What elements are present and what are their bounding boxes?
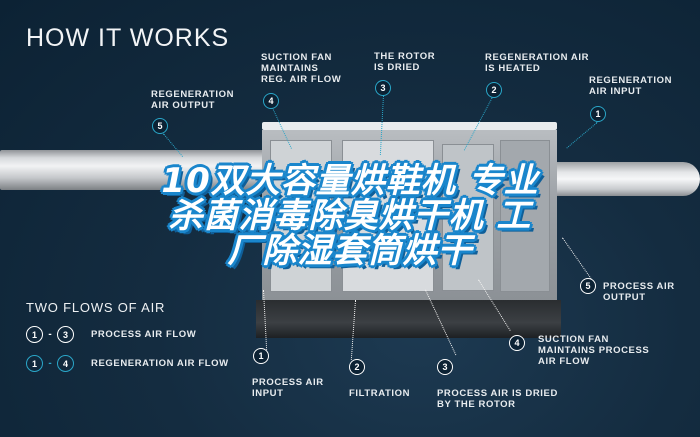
right-air-duct (555, 162, 700, 196)
legend-badge-to: 4 (57, 355, 74, 372)
legend-row-regeneration: 1 - 4 REGENERATION AIR FLOW (26, 355, 229, 372)
callout-badge-reg-1: 1 (590, 106, 606, 122)
legend-label: PROCESS AIR FLOW (91, 329, 197, 340)
callout-label-reg-2: REGENERATION AIR IS HEATED (485, 52, 590, 74)
unit-panel-rotor (442, 144, 494, 291)
callout-label-reg-4: SUCTION FAN MAINTAINS REG. AIR FLOW (261, 52, 342, 85)
legend-dash: - (48, 358, 52, 369)
overlay-headline: 10双大容量烘鞋机 专业 杀菌消毒除臭烘干机 工 厂除湿套筒烘干 (0, 164, 700, 269)
page-title: HOW IT WORKS (26, 24, 230, 52)
callout-badge-proc-2: 2 (349, 359, 365, 375)
legend-badge-from: 1 (26, 326, 43, 343)
headline-line-2: 杀菌消毒除臭烘干机 工 (168, 196, 532, 236)
callout-label-proc-3: PROCESS AIR IS DRIED BY THE ROTOR (437, 388, 558, 410)
legend-dash: - (48, 329, 52, 340)
callout-badge-reg-3: 3 (375, 80, 391, 96)
unit-panel-middle (342, 140, 434, 292)
legend-label: REGENERATION AIR FLOW (91, 358, 229, 369)
unit-body (262, 130, 557, 300)
unit-panel-right (500, 140, 550, 292)
leader-line-reg-1 (566, 122, 598, 149)
callout-label-proc-2: FILTRATION (349, 388, 411, 399)
desiccant-dehumidifier-unit (256, 122, 561, 338)
callout-label-proc-1: PROCESS AIR INPUT (252, 377, 324, 399)
legend-title: TWO FLOWS OF AIR (26, 300, 166, 315)
headline-line-1: 10双大容量烘鞋机 专业 (161, 161, 539, 201)
callout-label-proc-4: SUCTION FAN MAINTAINS PROCESS AIR FLOW (538, 334, 650, 367)
callout-label-proc-5: PROCESS AIR OUTPUT (603, 281, 675, 303)
callout-badge-reg-2: 2 (486, 82, 502, 98)
legend-badge-from: 1 (26, 355, 43, 372)
callout-badge-proc-1: 1 (253, 348, 269, 364)
callout-badge-reg-4: 4 (263, 93, 279, 109)
legend-row-process: 1 - 3 PROCESS AIR FLOW (26, 326, 196, 343)
callout-badge-proc-4: 4 (509, 335, 525, 351)
callout-badge-proc-5: 5 (580, 278, 596, 294)
callout-label-reg-3: THE ROTOR IS DRIED (374, 51, 436, 73)
unit-top-edge (262, 122, 557, 130)
callout-badge-proc-3: 3 (437, 359, 453, 375)
unit-base (256, 300, 561, 338)
headline-line-3: 厂除湿套筒烘干 (227, 231, 473, 271)
callout-badge-reg-5: 5 (152, 118, 168, 134)
callout-label-reg-1: REGENERATION AIR INPUT (589, 75, 673, 97)
legend-badge-to: 3 (57, 326, 74, 343)
left-air-duct (0, 150, 290, 190)
unit-panel-left (270, 140, 332, 292)
callout-label-reg-5: REGENERATION AIR OUTPUT (151, 89, 235, 111)
